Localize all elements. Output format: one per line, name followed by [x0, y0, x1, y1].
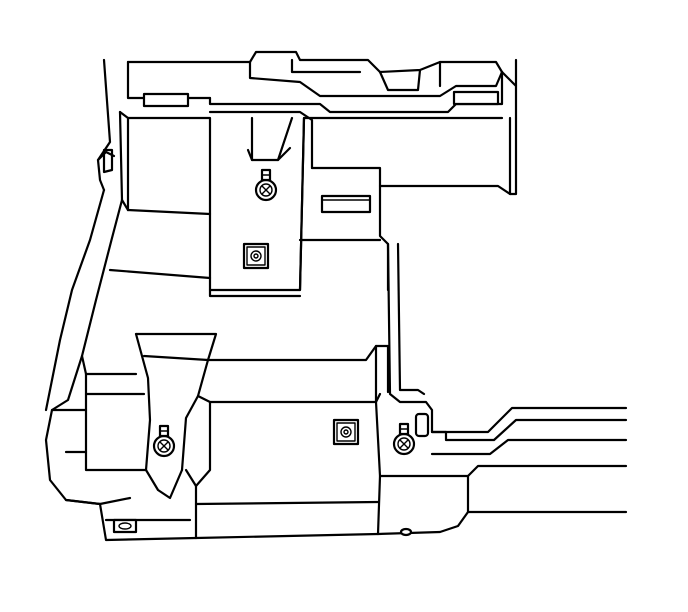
upper-right-slot: [452, 90, 500, 106]
bolt-icon: [254, 168, 278, 202]
left-side-wall: [44, 58, 130, 506]
base-hole: [399, 527, 413, 537]
bolt-icon: [392, 422, 416, 456]
square-clip-icon: [242, 242, 270, 270]
upper-center-slot: [320, 194, 372, 214]
base-slot: [112, 518, 138, 534]
upper-bracket: [108, 110, 512, 298]
right-rib: [386, 116, 518, 434]
top-ledge: [126, 50, 518, 120]
square-clip-icon: [332, 418, 360, 446]
lower-bracket: [50, 332, 628, 542]
upper-left-slot: [142, 92, 190, 108]
bolt-icon: [152, 424, 176, 458]
lower-right-slot: [414, 412, 430, 438]
